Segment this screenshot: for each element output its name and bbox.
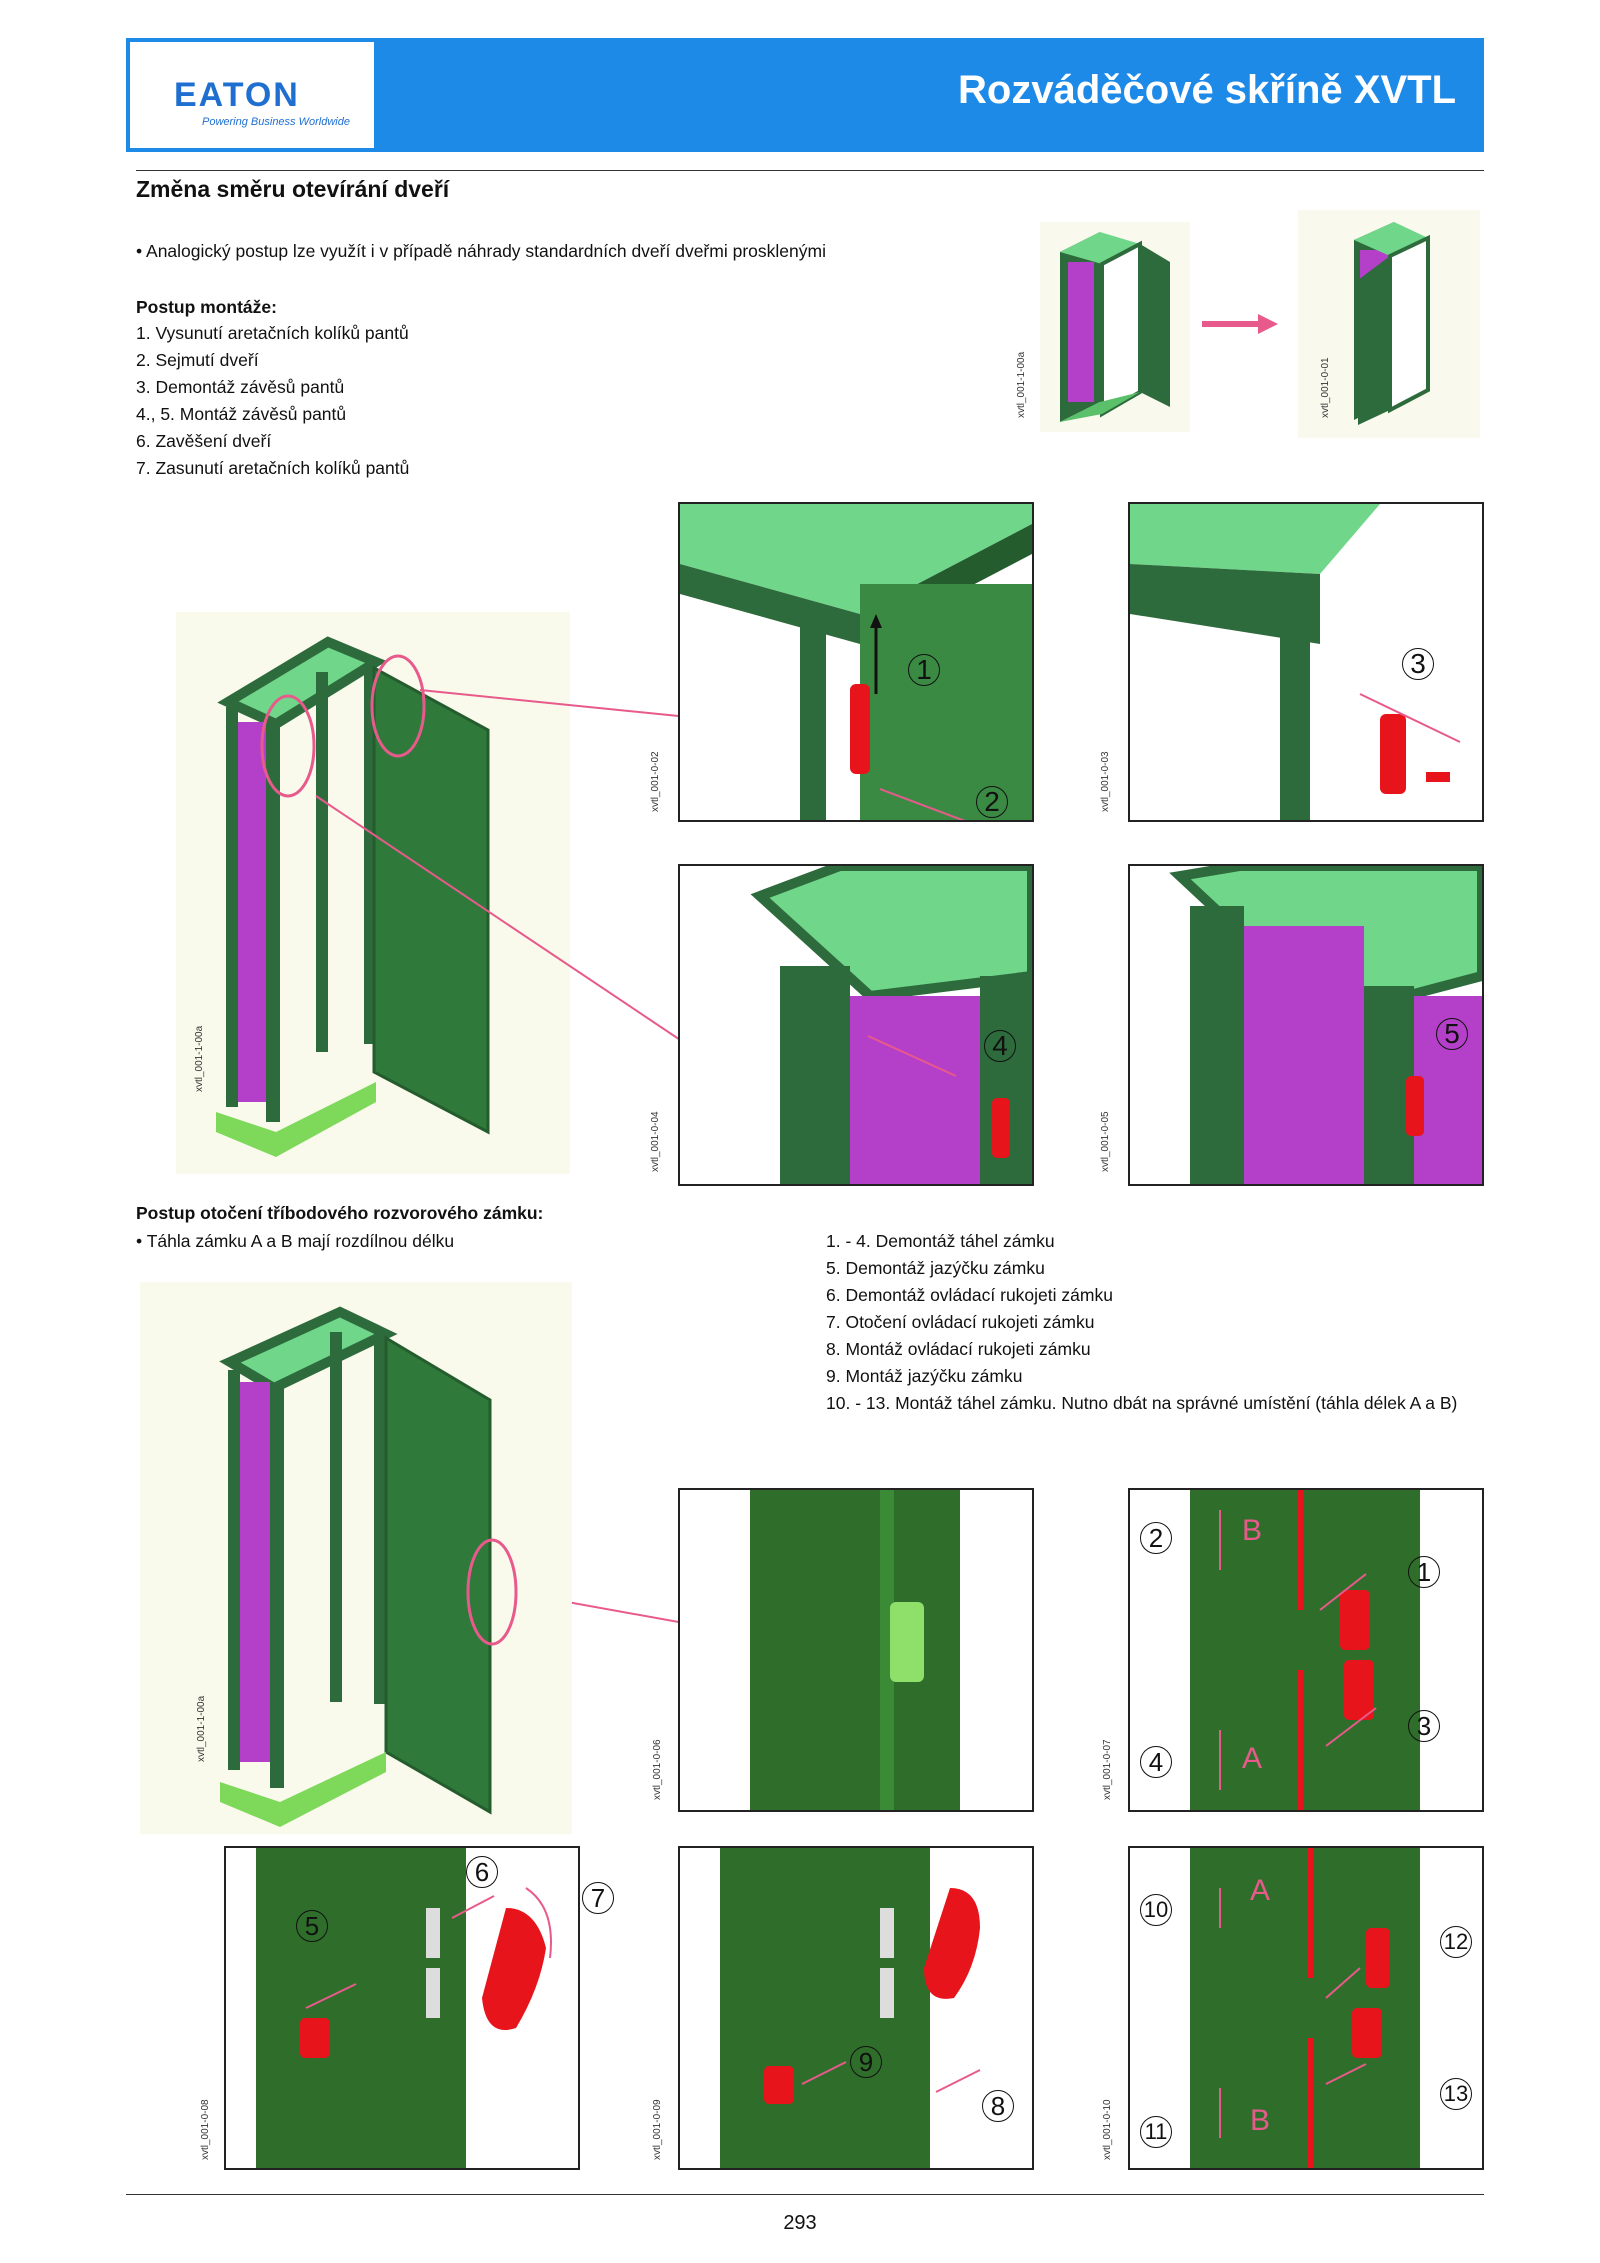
figure-step-10-13 xyxy=(1128,1846,1484,2170)
step-marker: 2 xyxy=(1140,1522,1172,1554)
page-number: 293 xyxy=(783,2212,817,2234)
label-rod-a: A xyxy=(1250,1874,1271,1907)
label-rod-b: B xyxy=(1242,1514,1263,1547)
step-marker: 6 xyxy=(466,1856,498,1888)
label-rod-b: B xyxy=(1250,2104,1271,2137)
header-bar: EATON Powering Business Worldwide Rozvád… xyxy=(126,38,1484,152)
step-marker: 3 xyxy=(1402,648,1434,680)
step-marker: 5 xyxy=(296,1910,328,1942)
step-marker: 13 xyxy=(1440,2078,1472,2110)
figure-step-3 xyxy=(1128,502,1484,822)
step-item: 3. Demontáž závěsů pantů xyxy=(136,377,345,397)
step-marker: 7 xyxy=(582,1882,614,1914)
step-marker: 1 xyxy=(908,654,940,686)
figure-step-1-4 xyxy=(1128,1488,1484,1812)
section1-steps-heading: Postup montáže: xyxy=(136,297,277,317)
bottom-rule xyxy=(126,2194,1484,2195)
section1-steps: 1. Vysunutí aretačních kolíků pantů 2. S… xyxy=(136,320,636,482)
logo-tagline: Powering Business Worldwide xyxy=(202,116,350,128)
section2-bullet-text: Táhla zámku A a B mají rozdílnou délku xyxy=(146,1231,455,1251)
caption-03: xvtl_001-0-03 xyxy=(1100,751,1111,812)
caption-02: xvtl_001-0-02 xyxy=(650,751,661,812)
step-item: 7. Zasunutí aretačních kolíků pantů xyxy=(136,458,410,478)
step-item: 1. Vysunutí aretačních kolíků pantů xyxy=(136,323,409,343)
figure-step-lock-closed xyxy=(678,1488,1034,1812)
step-item: 5. Demontáž jazýčku zámku xyxy=(826,1258,1045,1278)
section2-heading: Postup otočení tříbodového rozvorového z… xyxy=(136,1203,544,1223)
step-marker: 4 xyxy=(984,1030,1016,1062)
top-rule xyxy=(136,170,1484,171)
page-title: Rozváděčové skříně XVTL xyxy=(958,68,1456,112)
figure-cabinet-lock xyxy=(140,1282,572,1834)
step-marker: 8 xyxy=(982,2090,1014,2122)
step-item: 4., 5. Montáž závěsů pantů xyxy=(136,404,347,424)
figure-step-5-7 xyxy=(224,1846,580,2170)
arrow-right-icon xyxy=(1202,314,1278,334)
caption-08: xvtl_001-0-08 xyxy=(200,2099,211,2160)
caption-big2: xvtl_001-1-00a xyxy=(196,1695,207,1762)
step-item: 6. Demontáž ovládací rukojeti zámku xyxy=(826,1285,1113,1305)
step-item: 8. Montáž ovládací rukojeti zámku xyxy=(826,1339,1091,1359)
section1-bullet: • Analogický postup lze využít i v přípa… xyxy=(136,241,826,261)
step-item: 10. - 13. Montáž táhel zámku. Nutno dbát… xyxy=(826,1393,1458,1413)
eaton-logo: EATON xyxy=(174,76,300,114)
caption-06: xvtl_001-0-06 xyxy=(652,1739,663,1800)
step-marker: 4 xyxy=(1140,1746,1172,1778)
section2-steps: 1. - 4. Demontáž táhel zámku 5. Demontáž… xyxy=(826,1228,1486,1417)
caption-10: xvtl_001-0-10 xyxy=(1102,2099,1113,2160)
figure-step-1-2 xyxy=(678,502,1034,822)
step-item: 7. Otočení ovládací rukojeti zámku xyxy=(826,1312,1095,1332)
section1-bullet-text: Analogický postup lze využít i v případě… xyxy=(146,241,826,261)
step-item: 1. - 4. Demontáž táhel zámku xyxy=(826,1231,1055,1251)
caption-04: xvtl_001-0-04 xyxy=(650,1111,661,1172)
step-marker: 3 xyxy=(1408,1710,1440,1742)
step-marker: 9 xyxy=(850,2046,882,2078)
step-marker: 5 xyxy=(1436,1018,1468,1050)
caption-05: xvtl_001-0-05 xyxy=(1100,1111,1111,1172)
caption-07: xvtl_001-0-07 xyxy=(1102,1739,1113,1800)
figure-step-4 xyxy=(678,864,1034,1186)
section2-bullet: • Táhla zámku A a B mají rozdílnou délku xyxy=(136,1231,455,1251)
step-item: 2. Sejmutí dveří xyxy=(136,350,259,370)
figure-cabinet-open-door xyxy=(176,612,570,1174)
step-item: 9. Montáž jazýčku zámku xyxy=(826,1366,1023,1386)
step-marker: 11 xyxy=(1140,2116,1172,2148)
label-rod-a: A xyxy=(1242,1742,1263,1775)
figure-step-8-9 xyxy=(678,1846,1034,2170)
step-marker: 1 xyxy=(1408,1556,1440,1588)
step-marker: 2 xyxy=(976,786,1008,818)
caption-09: xvtl_001-0-09 xyxy=(652,2099,663,2160)
step-item: 6. Zavěšení dveří xyxy=(136,431,272,451)
section1-heading: Změna směru otevírání dveří xyxy=(136,176,450,202)
logo-box: EATON Powering Business Worldwide xyxy=(130,42,374,148)
step-marker: 10 xyxy=(1140,1894,1172,1926)
figure-cabinet-before xyxy=(1040,222,1190,432)
step-marker: 12 xyxy=(1440,1926,1472,1958)
figure-step-5 xyxy=(1128,864,1484,1186)
figure-cabinet-after xyxy=(1298,210,1480,438)
